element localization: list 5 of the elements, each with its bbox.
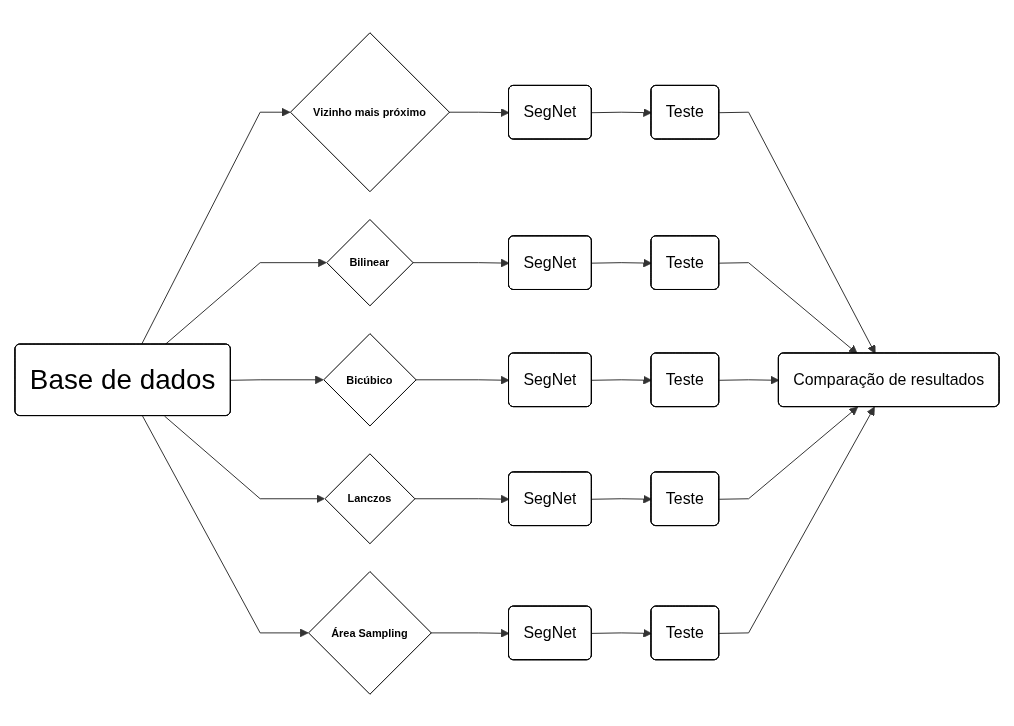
node-diamond: Bicúbico	[323, 332, 417, 426]
node-diamond: Bilinear	[326, 218, 414, 306]
node-diamond: Área Sampling	[308, 570, 432, 695]
node-diamond: Vizinho mais próximo	[289, 31, 450, 192]
node-diamond: Lanczos	[324, 452, 416, 544]
